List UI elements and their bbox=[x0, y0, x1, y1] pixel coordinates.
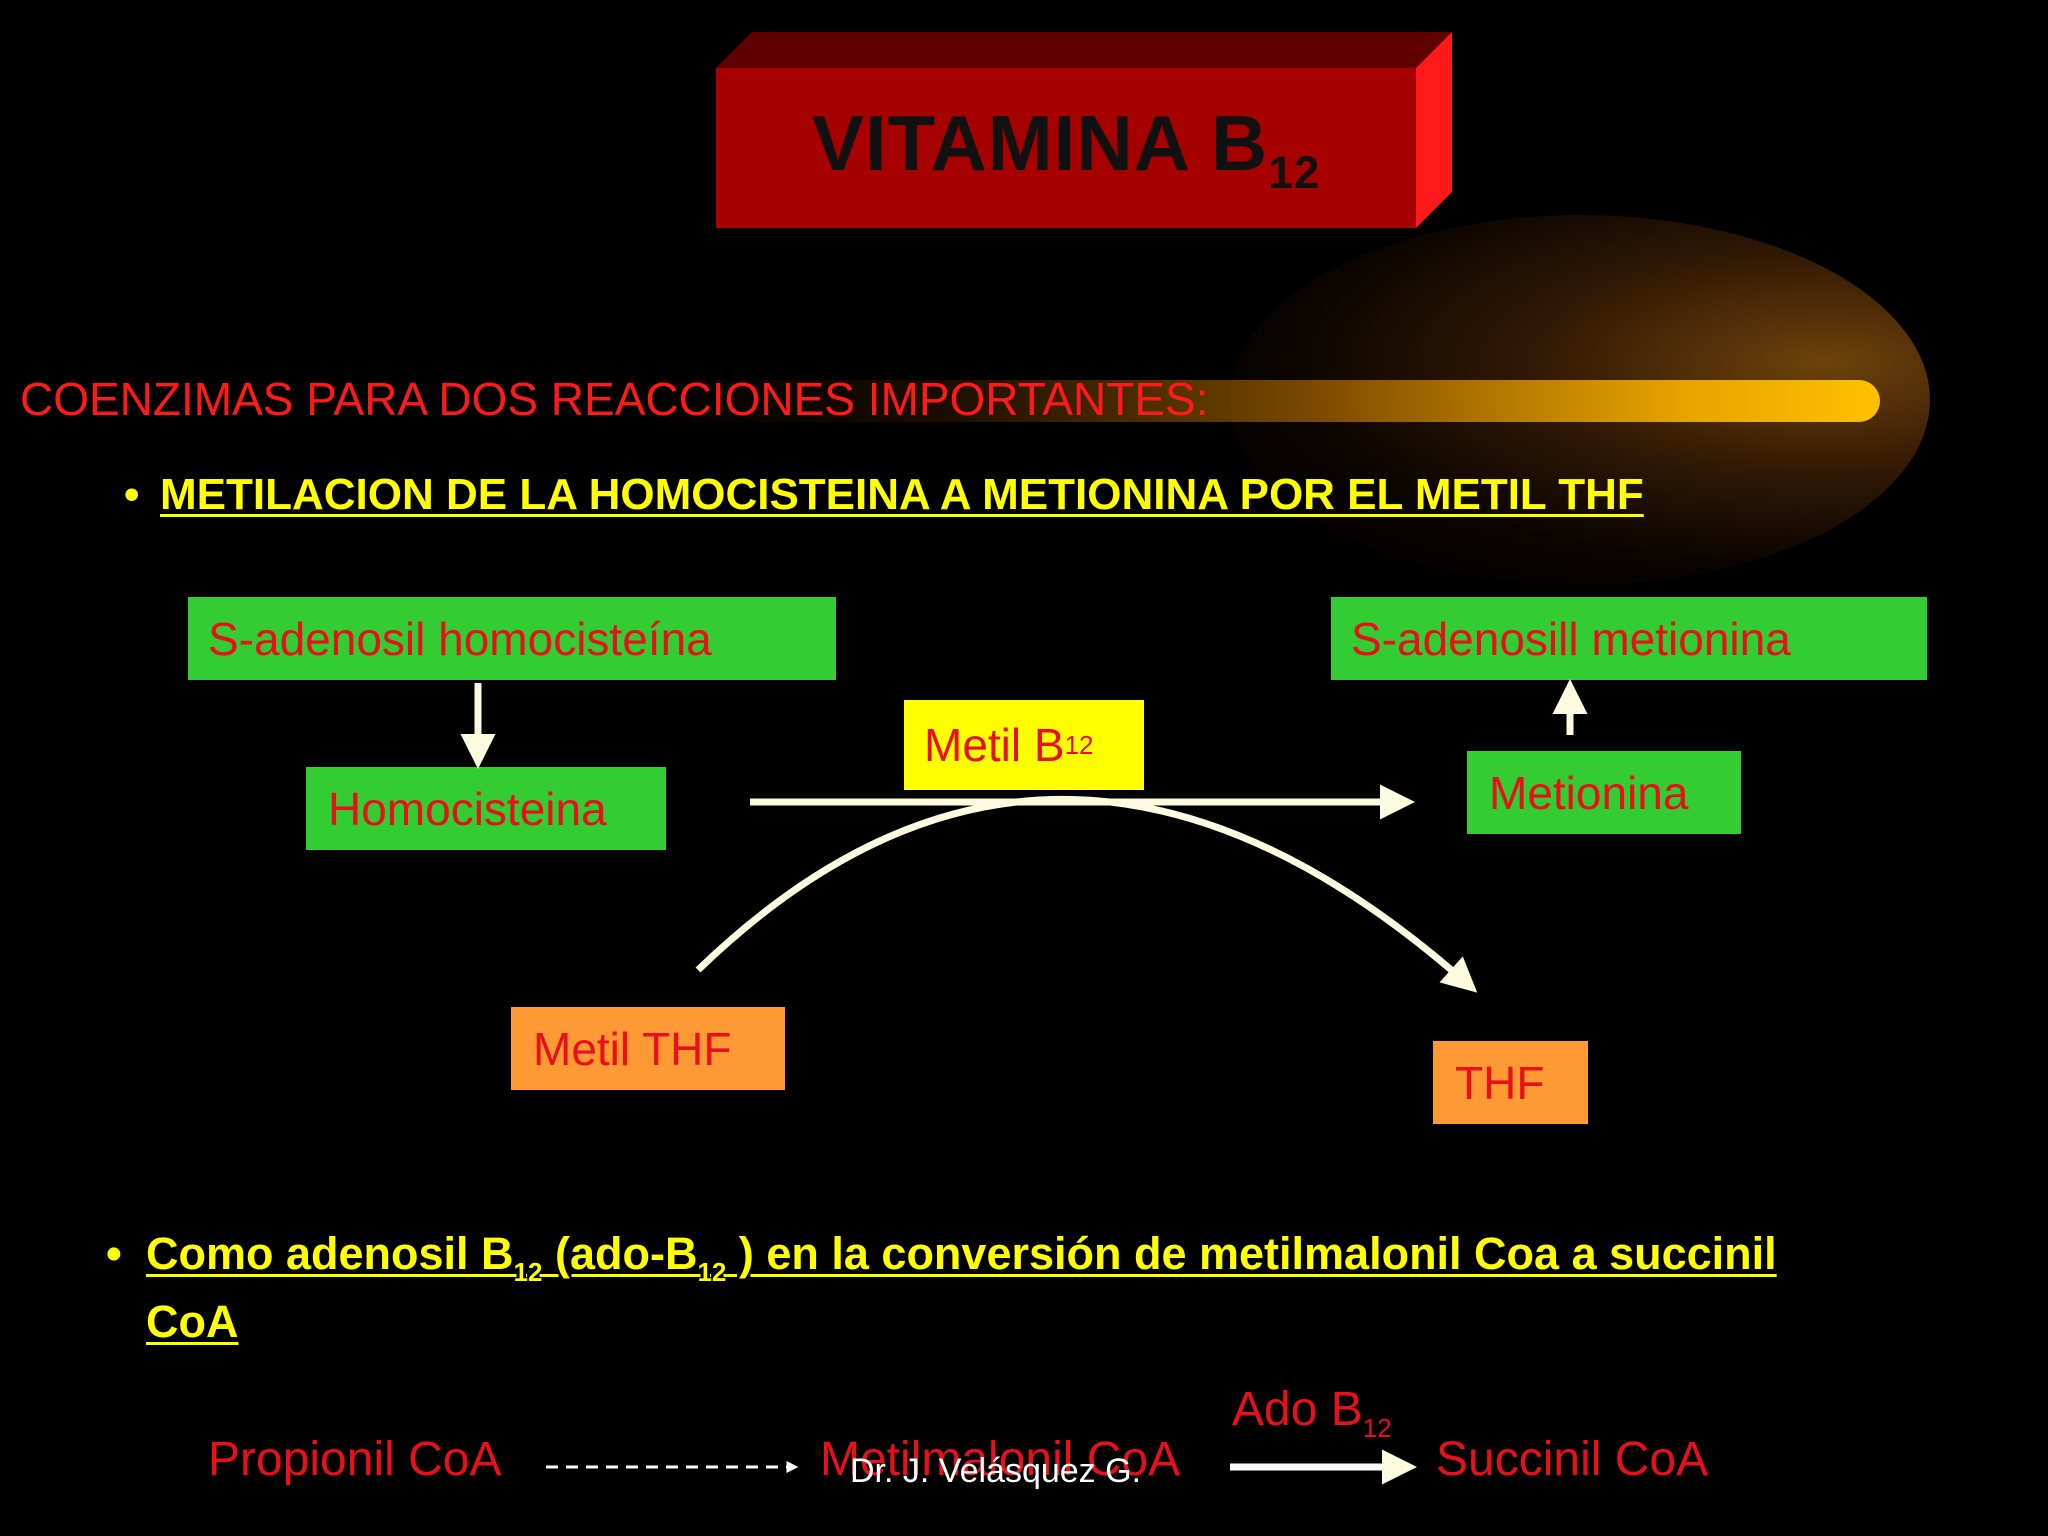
label-succinil-coa: Succinil CoA bbox=[1436, 1433, 1709, 1486]
label-ado-b12: Ado B12 bbox=[1232, 1383, 1392, 1443]
box-metil-thf: Metil THF bbox=[511, 1007, 785, 1090]
label-metilmalonil-coa: Metilmalonil CoA bbox=[820, 1433, 1181, 1486]
page-title: VITAMINA B12 bbox=[811, 98, 1321, 198]
label-propionil-coa: Propionil CoA bbox=[208, 1433, 502, 1486]
bullet-adenosil-line2: CoA bbox=[146, 1296, 239, 1347]
section-heading: COENZIMAS PARA DOS REACCIONES IMPORTANTE… bbox=[20, 373, 1209, 425]
decorative-glow-bar bbox=[620, 380, 1880, 422]
box-metionina: Metionina bbox=[1467, 751, 1741, 834]
bullet-dot: • bbox=[106, 1228, 122, 1279]
bullet-dot: • bbox=[124, 470, 140, 519]
bullet-adenosil-text: Como adenosil B12 (ado-B12 ) en la conve… bbox=[146, 1228, 1777, 1287]
box-s-adenosil-homocisteina: S-adenosil homocisteína bbox=[188, 597, 836, 680]
box-thf: THF bbox=[1433, 1041, 1588, 1124]
bullet-methylation-text: METILACION DE LA HOMOCISTEINA A METIONIN… bbox=[160, 470, 1644, 519]
bullet-methylation: • METILACION DE LA HOMOCISTEINA A METION… bbox=[124, 470, 1644, 520]
author-credit: Dr. J. Velásquez G. bbox=[850, 1452, 1142, 1490]
bullet-adenosil: • Como adenosil B12 (ado-B12 ) en la con… bbox=[106, 1228, 1777, 1288]
box-s-adenosil-metionina: S-adenosill metionina bbox=[1331, 597, 1927, 680]
title-face: VITAMINA B12 bbox=[716, 68, 1416, 228]
box-homocisteina: Homocisteina bbox=[306, 767, 666, 850]
arrow-metil-thf-to-thf bbox=[695, 796, 1478, 993]
title-3d-edges bbox=[716, 32, 1452, 228]
